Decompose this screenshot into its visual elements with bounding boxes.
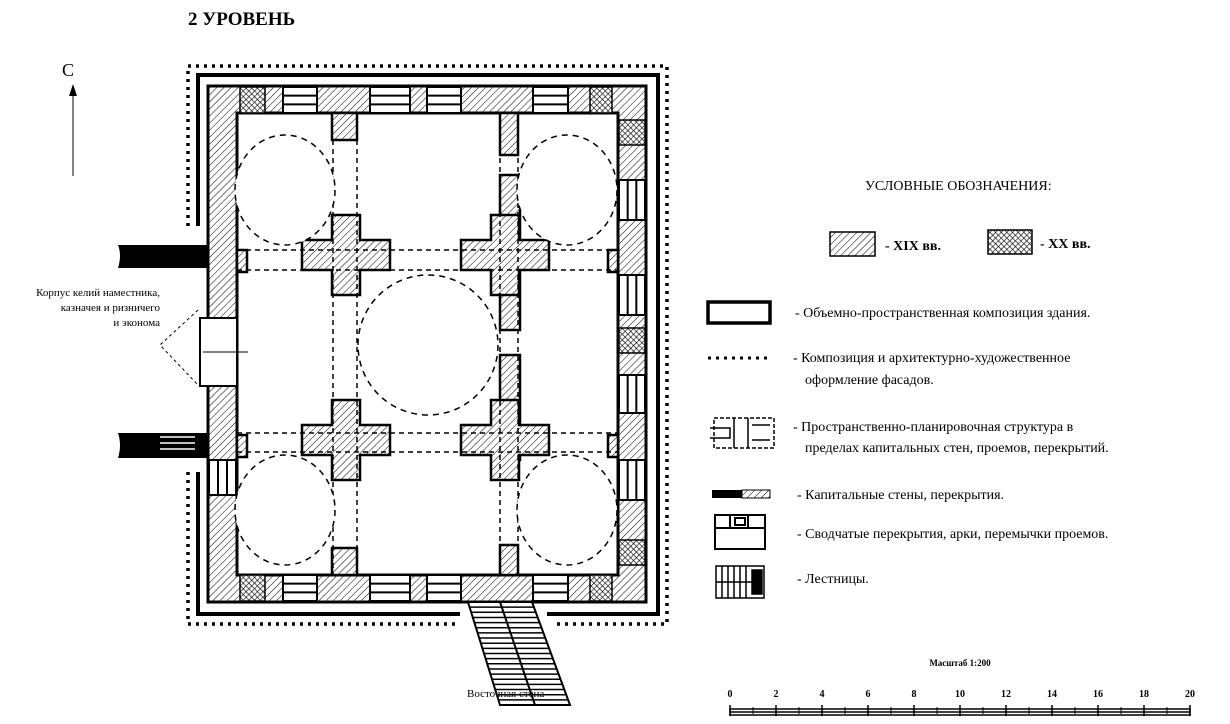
capital-wall (206, 84, 648, 604)
hatch-swatch-icon (829, 231, 876, 257)
pier (330, 111, 359, 142)
vault-opening (532, 574, 569, 602)
scale-tick-label: 6 (866, 689, 871, 700)
vault-opening (369, 574, 411, 602)
vault-opening (426, 86, 462, 114)
scale-tick-label: 0 (728, 689, 733, 700)
plan-structure-icon (710, 417, 775, 449)
legend-item-text: - Лестницы. (797, 572, 869, 587)
cross-pillar (459, 213, 551, 297)
volume-outline (196, 73, 660, 616)
legend-item-text: - Пространственно-планировочная структур… (793, 420, 1074, 435)
corner-dome (516, 454, 618, 566)
annex-wall (118, 433, 208, 458)
corner-dome (516, 134, 618, 246)
pier (606, 433, 620, 459)
svg-text:казначея и ризничего: казначея и ризничего (61, 302, 161, 314)
legend-item-text: - Капитальные стены, перекрытия. (797, 488, 1004, 503)
corner-dome (234, 134, 336, 246)
vault-opening (532, 86, 569, 114)
pier (235, 433, 249, 459)
legend-period-xx: - XX вв. (1040, 237, 1091, 252)
cross-pillar (459, 398, 551, 482)
facade-dotted-outline (186, 64, 669, 626)
annex-outline (159, 309, 199, 386)
crosshatch-swatch-icon (987, 229, 1033, 255)
pier (330, 546, 359, 577)
stair-opening (208, 459, 237, 496)
cross-pillar (300, 398, 392, 482)
xx-century-segment (618, 539, 646, 566)
scale-tick-label: 12 (1001, 689, 1011, 700)
scale-tick-label: 4 (820, 689, 825, 700)
stair-opening (618, 274, 646, 316)
east-wall-label: Восточная стена (467, 688, 544, 700)
annex-label: Корпус келий наместника, казначея и ризн… (36, 287, 160, 329)
legend: УСЛОВНЫЕ ОБОЗНАЧЕНИЯ: - XIX вв. - XX вв.… (706, 179, 1109, 599)
scale-tick-label: 10 (955, 689, 965, 700)
svg-text:Корпус келий наместника,: Корпус келий наместника, (36, 287, 160, 299)
legend-heading: УСЛОВНЫЕ ОБОЗНАЧЕНИЯ: (865, 179, 1052, 194)
scale-bar: Масштаб 1:200 0 2 4 6 8 10 12 14 16 18 20 (728, 658, 1195, 716)
legend-item-text: - Объемно-пространственная композиция зд… (795, 306, 1090, 321)
pier (498, 543, 520, 577)
scale-tick-label: 16 (1093, 689, 1103, 700)
legend-period-xix: - XIX вв. (885, 239, 941, 254)
vault-opening (282, 86, 318, 114)
corner-dome (234, 454, 336, 566)
stairs-icon (715, 565, 765, 599)
xx-century-segment (618, 327, 646, 354)
vault-opening (369, 86, 411, 114)
vault-icon (714, 514, 766, 550)
stair-opening (618, 374, 646, 414)
stair-opening (618, 459, 646, 501)
stair-opening (618, 179, 646, 221)
solid-outline-box-icon (706, 300, 772, 325)
legend-item-text: - Композиция и архитектурно-художественн… (793, 351, 1070, 366)
central-dome (357, 274, 499, 416)
north-label: С (62, 60, 74, 80)
xx-century-segment (239, 86, 266, 114)
legend-item-text: - Сводчатые перекрытия, арки, перемычки … (797, 527, 1108, 542)
capital-wall-icon (712, 489, 771, 499)
pier (498, 111, 520, 157)
north-arrow-icon: С (62, 60, 77, 176)
scale-title: Масштаб 1:200 (929, 658, 991, 668)
legend-item-text: пределах капитальных стен, проемов, пере… (805, 441, 1109, 456)
legend-item-text: оформление фасадов. (805, 373, 934, 388)
scale-tick-label: 14 (1047, 689, 1057, 700)
vault-opening (426, 574, 462, 602)
annex-wall (118, 245, 208, 268)
xx-century-segment (589, 86, 613, 114)
vault-opening (282, 574, 318, 602)
xx-century-segment (589, 574, 613, 602)
plan-title: 2 УРОВЕНЬ (188, 9, 295, 30)
xx-century-segment (239, 574, 266, 602)
building-plan (118, 64, 669, 706)
scale-tick-label: 2 (774, 689, 779, 700)
scale-tick-label: 8 (912, 689, 917, 700)
pier (606, 248, 620, 274)
pier (235, 248, 249, 274)
xx-century-segment (618, 119, 646, 146)
scale-tick-label: 18 (1139, 689, 1149, 700)
scale-tick-label: 20 (1185, 689, 1195, 700)
svg-text:и эконома: и эконома (113, 317, 160, 329)
